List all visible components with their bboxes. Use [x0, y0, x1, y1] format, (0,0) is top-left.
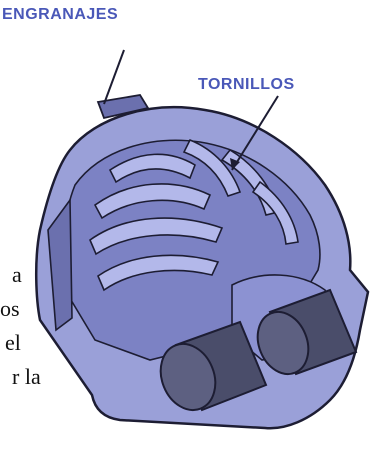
- gears-leader-line: [104, 50, 124, 104]
- text-fragment: r la: [12, 366, 41, 388]
- text-fragment: os: [0, 298, 20, 320]
- screws-label: TORNILLOS: [198, 76, 295, 94]
- gears-label: ENGRANAJES: [2, 6, 118, 24]
- text-fragment: el: [5, 332, 21, 354]
- text-fragment: a: [12, 264, 22, 286]
